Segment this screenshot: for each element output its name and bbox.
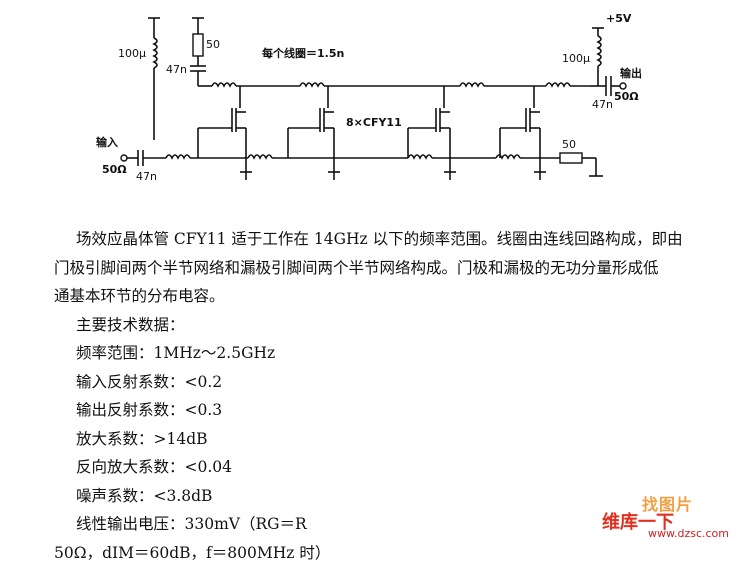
circuit-diagram: 100μ 50 47n 每个线圈＝1.5n xyxy=(0,0,750,200)
resistor-bottom-label: 50 xyxy=(562,138,576,151)
cap-input-label: 47n xyxy=(136,170,157,183)
gate-line: 输入 50Ω 47n 50 xyxy=(96,135,603,183)
spec-input-reflection: 输入反射系数：<0.2 xyxy=(76,368,736,397)
inductor-left-label: 100μ xyxy=(118,47,146,60)
spec-frequency: 频率范围：1MHz～2.5GHz xyxy=(76,339,736,368)
resistor-top-label: 50 xyxy=(206,38,220,51)
spec-output-reflection: 输出反射系数：<0.3 xyxy=(76,396,736,425)
watermark-url: www.dzsc.com xyxy=(648,527,729,540)
vcc-label: +5V xyxy=(606,12,632,25)
spec-reverse-gain: 反向放大系数：<0.04 xyxy=(76,453,736,482)
para1-line1: 场效应晶体管 CFY11 适于工作在 14GHz 以下的频率范围。线圈由连线回路… xyxy=(76,225,736,254)
para1-line2: 门极引脚间两个半节网络和漏极引脚间两个半节网络构成。门极和漏极的无功分量形成低 xyxy=(54,254,736,283)
cap-top-left-label: 47n xyxy=(166,63,187,76)
watermark-logo: 找图片 维库一下 www.dzsc.com xyxy=(602,491,742,541)
para1-line3: 通基本环节的分布电容。 xyxy=(54,282,736,311)
top-left-rc: 50 47n xyxy=(166,18,220,86)
cap-right-label: 47n xyxy=(592,98,613,111)
coil-note: 每个线圈＝1.5n xyxy=(262,46,344,60)
right-output-branch: +5V 100μ 输出 50Ω 47n xyxy=(562,12,642,111)
fet-stages: 8×CFY11 xyxy=(198,86,546,180)
transistor-label: 8×CFY11 xyxy=(346,116,402,129)
input-imp-label: 50Ω xyxy=(102,163,127,176)
output-label: 输出 xyxy=(620,66,642,80)
spec-gain: 放大系数：>14dB xyxy=(76,425,736,454)
spec-linear-output-cont: 50Ω，dIM＝60dB，f＝800MHz 时） xyxy=(54,539,736,567)
drain-line: 每个线圈＝1.5n xyxy=(198,46,590,86)
inductor-right-label: 100μ xyxy=(562,52,590,65)
spec-heading: 主要技术数据： xyxy=(76,311,736,340)
output-imp-label: 50Ω xyxy=(614,90,639,103)
input-label: 输入 xyxy=(96,135,118,149)
left-bias-branch: 100μ xyxy=(118,18,160,140)
